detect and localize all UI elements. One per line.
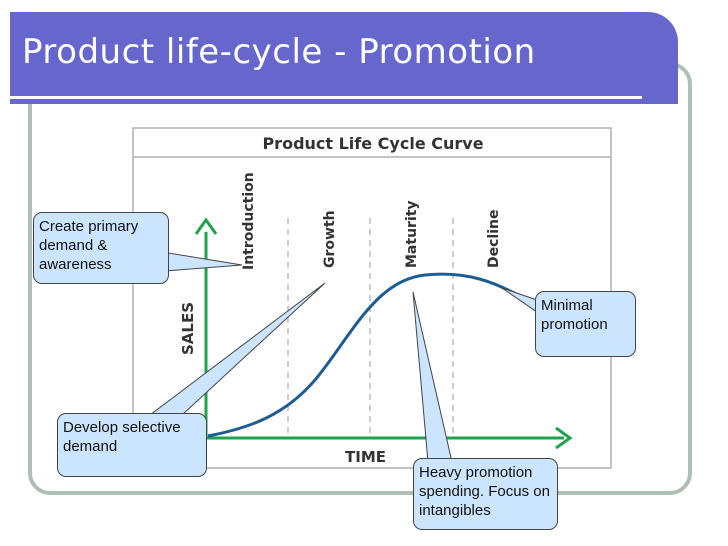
y-axis-arrowhead [194,217,218,235]
callout-maturity: Heavy promotion spending. Focus on intan… [413,458,558,530]
x-axis-label: TIME [345,448,386,466]
callout-decline: Minimal promotion [535,291,636,357]
stage-label-maturity: Maturity [404,200,420,268]
life-cycle-curve [207,272,536,438]
title-underline [10,96,642,99]
stage-label-introduction: Introduction [241,172,257,270]
stage-label-decline: Decline [486,210,502,268]
y-axis-label: SALES [179,302,197,355]
slide-title: Product life-cycle - Promotion [22,32,536,72]
stage-label-growth: Growth [322,210,338,268]
chart-heading: Product Life Cycle Curve [262,134,483,153]
x-axis-arrowhead [555,426,573,450]
callout-growth: Develop selective demand [57,413,207,477]
title-bar [10,12,678,104]
callout-introduction: Create primary demand & awareness [33,212,169,284]
